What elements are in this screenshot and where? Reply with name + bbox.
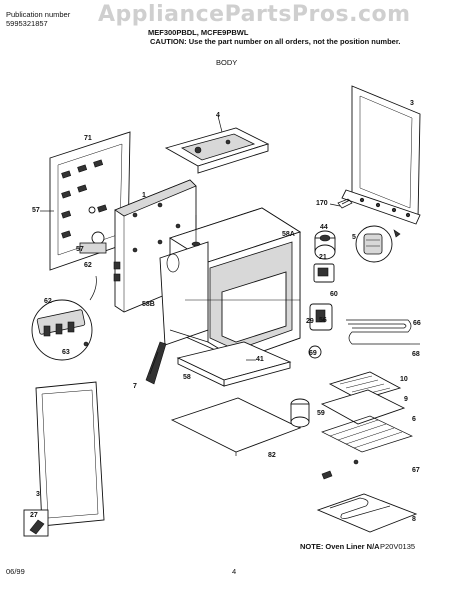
callout-3: 3 <box>410 100 414 107</box>
side-panel-left <box>35 381 105 527</box>
bracket-170 <box>341 199 351 205</box>
callout-170: 170 <box>316 200 328 207</box>
publication-label: Publication number <box>6 10 71 19</box>
callout-44: 44 <box>320 224 328 231</box>
callout-9: 9 <box>404 396 408 403</box>
bake-element <box>316 493 418 533</box>
knob-44 <box>314 230 336 260</box>
oven-cavity-body <box>159 207 302 361</box>
callout-57: 57 <box>32 207 40 214</box>
side-panel-right <box>329 85 421 238</box>
callout-58a: 58A <box>282 231 295 238</box>
top-bracket <box>164 115 270 174</box>
callout-71: 71 <box>84 135 92 142</box>
callout-5: 5 <box>352 234 356 241</box>
callout-56: 56 <box>319 317 327 324</box>
callout-57b: 57 <box>76 246 84 253</box>
broil-pan <box>320 389 406 425</box>
callout-68: 68 <box>412 351 420 358</box>
callout-58: 58 <box>183 374 191 381</box>
callout-62: 62 <box>84 262 92 269</box>
back-panel <box>40 131 131 271</box>
cylinder-59 <box>290 398 310 428</box>
callout-59: 59 <box>317 410 325 417</box>
oven-liner-note: NOTE: Oven Liner N/A <box>300 542 380 551</box>
hinge-7 <box>145 341 167 385</box>
diagram-code: P20V0135 <box>380 542 416 551</box>
model-line: MEF300PBDL, MCFE9PBWL <box>148 28 249 37</box>
callout-27: 27 <box>30 512 38 519</box>
callout-41: 41 <box>256 356 264 363</box>
broil-pan-insert <box>328 371 402 401</box>
callout-6: 6 <box>412 416 416 423</box>
callout-63: 63 <box>62 349 70 356</box>
callout-7: 7 <box>133 383 137 390</box>
callout-8: 8 <box>412 516 416 523</box>
grommet-69 <box>308 345 322 359</box>
callout-58b: 58B <box>142 301 155 308</box>
callout-69: 69 <box>309 350 317 357</box>
callout-67: 67 <box>412 467 420 474</box>
callout-4: 4 <box>216 112 220 119</box>
detail-box-27 <box>23 509 49 537</box>
oven-rack <box>321 415 413 465</box>
bottom-tray <box>176 341 292 387</box>
footer-date: 06/99 <box>6 567 25 576</box>
caution-note: CAUTION: Use the part number on all orde… <box>150 37 401 46</box>
drawer-bottom <box>170 397 302 456</box>
detail-circle-62 <box>31 275 97 361</box>
switch-21 <box>313 263 335 283</box>
element-56 <box>346 319 420 345</box>
publication-number: 5995321857 <box>6 19 48 28</box>
bracket-67 <box>321 470 333 480</box>
callout-10: 10 <box>400 376 408 383</box>
callout-3-left: 3 <box>36 491 40 498</box>
light-socket-29 <box>309 303 333 331</box>
callout-66: 66 <box>413 320 421 327</box>
callout-29: 29 <box>306 318 314 325</box>
callout-1: 1 <box>142 192 146 199</box>
callout-21: 21 <box>319 254 327 261</box>
detail-circle-5 <box>355 225 393 263</box>
page-number: 4 <box>232 567 237 576</box>
callout-82: 82 <box>268 452 276 459</box>
section-title: BODY <box>216 58 238 67</box>
callout-60: 60 <box>330 291 338 298</box>
callout-62b: 62 <box>44 298 52 305</box>
watermark: AppliancePartsPros.com <box>98 2 411 27</box>
